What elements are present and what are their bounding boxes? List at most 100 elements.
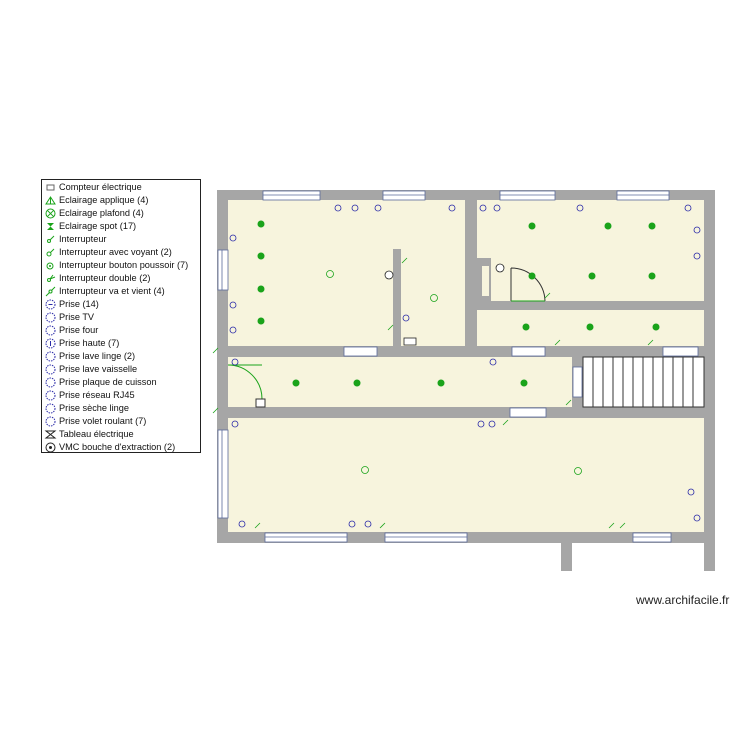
- switch-icon: [554, 339, 561, 346]
- meter-icon: [46, 184, 55, 191]
- legend-item: Prise volet roulant (7): [44, 415, 200, 428]
- legend-item: Interrupteur: [44, 233, 200, 246]
- vmc-vent-icon: [384, 270, 394, 280]
- spotlights: [257, 220, 660, 387]
- socket-icon: [693, 252, 701, 260]
- socket-icon: [364, 520, 372, 528]
- spotlight-icon: [437, 379, 445, 387]
- spotlight-icon: [520, 379, 528, 387]
- partition-wall: [393, 249, 401, 346]
- legend-item: Prise lave linge (2): [44, 350, 200, 363]
- switch-icon: [387, 324, 394, 331]
- legend-item: Compteur électrique: [44, 181, 200, 194]
- ceiling-light-icon: [574, 467, 582, 475]
- legend-item: Prise réseau RJ45: [44, 389, 200, 402]
- watermark: www.archifacile.fr: [636, 593, 730, 607]
- socket-icon: [448, 204, 456, 212]
- socket-icon: [479, 204, 487, 212]
- dryer-socket-icon: [45, 403, 56, 414]
- tv-socket-icon: [45, 312, 56, 323]
- legend-item-label: Interrupteur: [59, 234, 107, 244]
- spotlight-icon: [528, 272, 536, 280]
- socket-icon: [684, 204, 692, 212]
- ceiling-lights: [326, 270, 582, 475]
- legend-item-label: Prise TV: [59, 312, 95, 322]
- socket-icon: [45, 299, 56, 310]
- room-top-left: [228, 200, 465, 346]
- legend-item: Prise lave vaisselle: [44, 363, 200, 376]
- switch-icon: [212, 407, 219, 414]
- legend-item: VMC bouche d'extraction (2): [44, 441, 200, 454]
- switch-icon: [647, 339, 654, 346]
- oven-socket-icon: [45, 325, 56, 336]
- socket-icon: [231, 420, 239, 428]
- spotlight-icon: [652, 323, 660, 331]
- legend-item: Prise (14): [44, 298, 200, 311]
- legend-item: Interrupteur bouton poussoir (7): [44, 259, 200, 272]
- socket-icon: [229, 234, 237, 242]
- switch-icon: [502, 419, 509, 426]
- switch-icon: [379, 522, 386, 529]
- wall-light-icon: [45, 196, 56, 205]
- legend-item-label: Prise haute (7): [59, 338, 120, 348]
- spotlight-icon: [522, 323, 530, 331]
- electrical-panel-icon: [403, 337, 417, 346]
- switch-icon: [47, 235, 55, 243]
- push-button-icon: [46, 262, 54, 270]
- legend-item: Prise TV: [44, 311, 200, 324]
- switch-icon: [254, 522, 261, 529]
- switch-icon: [608, 522, 615, 529]
- legend-item-label: Prise plaque de cuisson: [59, 377, 157, 387]
- spotlight-icon: [292, 379, 300, 387]
- washing-machine-socket-icon: [45, 351, 56, 362]
- ceiling-light-icon: [430, 294, 438, 302]
- room-living: [228, 418, 704, 532]
- shutter-socket-icon: [45, 416, 56, 427]
- room-corridor: [228, 357, 572, 407]
- switch-icon: [401, 257, 408, 264]
- spotlight-icon: [257, 252, 265, 260]
- legend-item: Prise plaque de cuisson: [44, 376, 200, 389]
- two-way-switch-icon: [45, 286, 56, 297]
- windows: [217, 190, 699, 543]
- spotlight-icon: [257, 285, 265, 293]
- socket-icon: [334, 204, 342, 212]
- ceiling-light-icon: [326, 270, 334, 278]
- exterior-wall-right-leg: [704, 543, 715, 571]
- socket-icon: [374, 204, 382, 212]
- socket-icon: [493, 204, 501, 212]
- staircase: [582, 356, 705, 408]
- legend-item: Interrupteur double (2): [44, 272, 200, 285]
- switches: [212, 257, 654, 529]
- spotlight-icon: [353, 379, 361, 387]
- legend-item-label: VMC bouche d'extraction (2): [59, 442, 176, 452]
- switch-icon: [212, 347, 219, 354]
- legend-item-label: Prise réseau RJ45: [59, 390, 135, 400]
- legend-item: Prise sèche linge: [44, 402, 200, 415]
- legend-item-label: Prise four: [59, 325, 99, 335]
- legend-item-label: Interrupteur va et vient (4): [59, 286, 165, 296]
- spotlight-icon: [586, 323, 594, 331]
- spotlight-icon: [257, 317, 265, 325]
- vmc-vent-icon: [45, 442, 56, 453]
- switch-icon: [565, 399, 572, 406]
- spotlight-icon: [47, 223, 54, 230]
- legend-item: Interrupteur avec voyant (2): [44, 246, 200, 259]
- closet-floor: [482, 266, 489, 296]
- spotlight-icon: [528, 222, 536, 230]
- hob-socket-icon: [45, 377, 56, 388]
- socket-icon: [231, 358, 239, 366]
- legend-item-label: Prise lave vaisselle: [59, 364, 138, 374]
- electrical-panel-icon: [44, 430, 57, 439]
- switch-icon: [544, 292, 551, 299]
- socket-icon: [488, 420, 496, 428]
- exterior-wall-left-leg: [561, 543, 572, 571]
- high-socket-icon: [45, 338, 56, 349]
- legend-item-label: Interrupteur bouton poussoir (7): [59, 260, 189, 270]
- legend-item-label: Interrupteur double (2): [59, 273, 151, 283]
- legend-item-label: Interrupteur avec voyant (2): [59, 247, 172, 257]
- dishwasher-socket-icon: [45, 364, 56, 375]
- ceiling-light-icon: [45, 208, 56, 219]
- legend-item-label: Tableau électrique: [59, 429, 134, 439]
